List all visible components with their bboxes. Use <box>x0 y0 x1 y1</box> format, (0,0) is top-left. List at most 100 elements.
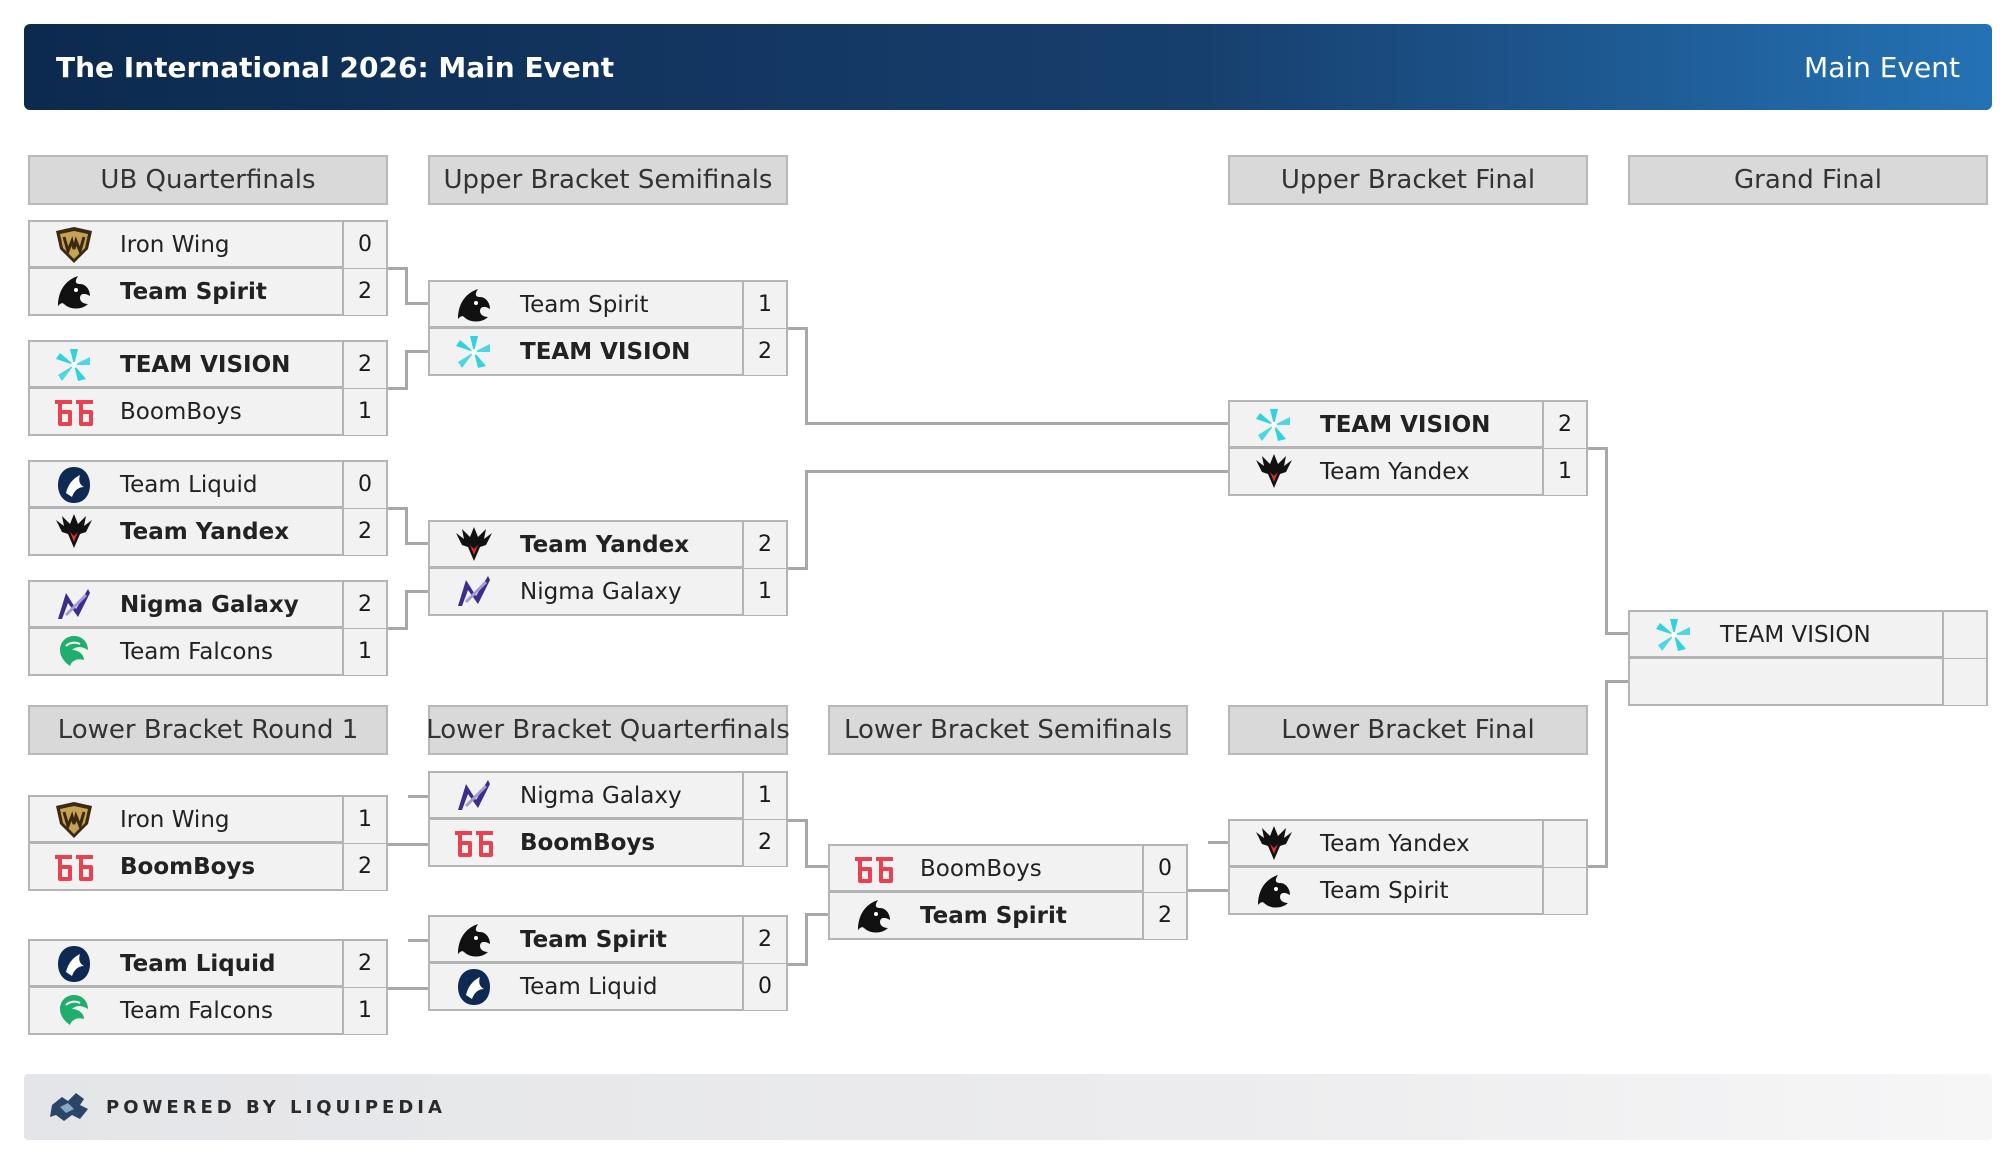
team-yandex-icon <box>1250 823 1298 865</box>
team-name[interactable]: Team Spirit <box>520 292 649 318</box>
team-name[interactable]: BoomBoys <box>920 856 1042 882</box>
team-name[interactable]: Team Liquid <box>120 951 276 977</box>
connector-line <box>388 843 428 846</box>
team-score: 1 <box>342 988 386 1034</box>
team-vision-icon <box>1650 614 1698 656</box>
stage-label[interactable]: Main Event <box>1804 50 1960 84</box>
team-slot-bottom[interactable]: Team Liquid 0 <box>428 963 788 1011</box>
team-name[interactable]: Team Yandex <box>1320 831 1470 857</box>
team-name[interactable]: Nigma Galaxy <box>520 783 682 809</box>
connector-line <box>405 350 428 353</box>
team-name[interactable]: Nigma Galaxy <box>520 579 682 605</box>
team-name[interactable]: TEAM VISION <box>520 339 691 365</box>
connector-line <box>405 590 428 593</box>
team-name[interactable]: Team Falcons <box>120 998 273 1024</box>
team-score <box>1542 821 1586 867</box>
connector-line <box>1605 680 1628 683</box>
team-yandex-icon <box>450 524 498 566</box>
team-name[interactable]: BoomBoys <box>120 854 256 880</box>
team-name[interactable]: Team Liquid <box>120 472 258 498</box>
team-slot-top[interactable]: Team Liquid 0 <box>28 460 388 508</box>
connector-line <box>1208 841 1228 844</box>
team-score: 1 <box>742 282 786 328</box>
connector-line <box>805 422 1228 425</box>
team-score: 0 <box>742 964 786 1010</box>
team-name[interactable]: Team Falcons <box>120 639 273 665</box>
team-falcons-icon <box>50 990 98 1032</box>
team-slot-bottom[interactable] <box>1628 658 1988 706</box>
team-slot-bottom[interactable]: Team Spirit <box>1228 867 1588 915</box>
team-name[interactable]: Nigma Galaxy <box>120 592 299 618</box>
team-score: 1 <box>742 773 786 819</box>
team-slot-top[interactable]: Team Spirit 1 <box>428 280 788 328</box>
team-name[interactable]: Team Yandex <box>120 519 290 545</box>
team-slot-bottom[interactable]: Team Falcons 1 <box>28 987 388 1035</box>
team-score <box>1942 612 1986 658</box>
team-name[interactable]: Team Liquid <box>520 974 658 1000</box>
team-name[interactable]: TEAM VISION <box>120 352 291 378</box>
connector-line <box>388 507 408 510</box>
connector-line <box>1605 632 1628 635</box>
team-slot-top[interactable]: Nigma Galaxy 1 <box>428 771 788 819</box>
team-name[interactable]: TEAM VISION <box>1320 412 1491 438</box>
team-vision-icon <box>450 331 498 373</box>
team-name[interactable]: Team Spirit <box>120 279 267 305</box>
team-spirit-icon <box>450 919 498 961</box>
connector-line <box>1588 865 1608 868</box>
team-name[interactable]: Team Spirit <box>920 903 1067 929</box>
team-name[interactable]: Team Yandex <box>1320 459 1470 485</box>
page-title: The International 2026: Main Event <box>56 50 615 84</box>
connector-line <box>805 913 808 966</box>
team-slot-top[interactable]: Iron Wing 1 <box>28 795 388 843</box>
team-score: 1 <box>342 797 386 843</box>
team-name[interactable]: Team Yandex <box>520 532 690 558</box>
connector-line <box>805 327 808 425</box>
team-name[interactable]: BoomBoys <box>520 830 656 856</box>
team-score: 0 <box>342 462 386 508</box>
connector-line <box>408 939 428 942</box>
team-name[interactable]: BoomBoys <box>120 399 242 425</box>
team-name[interactable]: Team Spirit <box>1320 878 1449 904</box>
team-name[interactable]: Team Spirit <box>520 927 667 953</box>
page-header: The International 2026: Main Event Main … <box>24 24 1992 110</box>
team-spirit-icon <box>850 895 898 937</box>
footer: POWERED BY LIQUIPEDIA <box>24 1074 1992 1140</box>
match-grand-final[interactable]: TEAM VISION <box>1628 610 1988 706</box>
team-name[interactable]: Iron Wing <box>120 807 230 833</box>
team-slot-top[interactable]: Team Yandex <box>1228 819 1588 867</box>
team-name[interactable]: Iron Wing <box>120 232 230 258</box>
team-slot-top[interactable]: TEAM VISION <box>1628 610 1988 658</box>
team-name[interactable]: TEAM VISION <box>1720 622 1871 648</box>
